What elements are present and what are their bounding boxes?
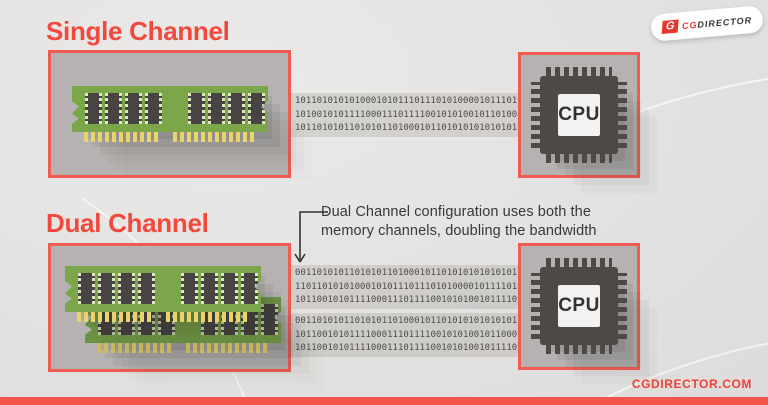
binary-stream-dual-1: 0011010101101010110100010110101010101010…	[291, 265, 518, 309]
cpu-label: CPU	[558, 94, 600, 136]
footer-url[interactable]: CGDIRECTOR.COM	[631, 377, 752, 391]
binary-line: 1011001010111100011101111001010100101111…	[295, 295, 518, 305]
binary-stream-dual-2: 0011010101101010110100010110101010101010…	[291, 313, 518, 357]
binary-line: 1011010101010001010111011101010000101110…	[295, 96, 518, 106]
ram-module-icon	[72, 86, 268, 143]
ram-pins	[186, 343, 269, 353]
dual-channel-title: Dual Channel	[46, 208, 209, 238]
cpu-label: CPU	[558, 285, 600, 327]
cpu-pins	[531, 82, 541, 148]
dual-channel-annotation: Dual Channel configuration uses both the…	[321, 203, 597, 241]
binary-line: 1010010101111000111011110010101001011010…	[295, 109, 518, 120]
single-channel-title: Single Channel	[46, 16, 230, 46]
ram-pins	[84, 132, 161, 142]
ram-pins	[173, 132, 256, 142]
memory-chip-icon	[105, 93, 122, 124]
binary-line: 1011001010111100011101111001010100101111…	[295, 343, 518, 353]
memory-chip-icon	[145, 93, 162, 124]
single-ram-frame	[48, 50, 291, 178]
annotation-line: Dual Channel configuration uses both the	[321, 204, 592, 220]
cpu-pins	[546, 67, 612, 77]
logo-text-director: DIRECTOR	[696, 14, 753, 30]
cpu-chip-icon: CPU	[531, 258, 627, 354]
cpu-pins	[546, 258, 612, 268]
annotation-arrow-icon	[294, 211, 328, 263]
memory-chip-icon	[228, 93, 245, 124]
memory-chip-icon	[181, 273, 198, 304]
single-cpu-frame: CPU	[518, 52, 640, 178]
ram-pcb	[65, 266, 261, 312]
cpu-pins	[546, 344, 612, 354]
binary-line: 0011010101101010110100010110101010101010…	[295, 268, 518, 278]
memory-chip-icon	[241, 273, 258, 304]
dual-ram-frame	[48, 243, 291, 372]
ram-pins	[166, 312, 249, 322]
memory-chip-icon	[98, 273, 115, 304]
logo-text-cg: CG	[681, 19, 698, 31]
binary-line: 1011001010111100011101111001010100101100…	[295, 329, 518, 340]
cpu-pins	[617, 82, 627, 148]
dual-cpu-frame: CPU	[518, 243, 640, 370]
memory-chip-icon	[208, 93, 225, 124]
memory-chip-icon	[248, 93, 265, 124]
ram-pcb	[72, 86, 268, 132]
binary-line: 1011010101101010110100010110101010101010…	[295, 123, 518, 133]
memory-chip-icon	[85, 93, 102, 124]
ram-pins	[77, 312, 154, 322]
cgdirector-logo-text: CGDIRECTOR	[681, 15, 752, 31]
cgdirector-logo-mark-icon: G	[661, 19, 679, 35]
memory-chip-icon	[138, 273, 155, 304]
ram-pins	[97, 343, 174, 353]
footer-accent-bar	[0, 397, 768, 405]
ram-module-icon	[65, 266, 261, 323]
memory-chip-icon	[261, 304, 278, 335]
cpu-pins	[546, 153, 612, 163]
binary-stream-single: 1011010101010001010111011101010000101110…	[291, 93, 518, 137]
cpu-pins	[531, 273, 541, 339]
memory-chip-icon	[78, 273, 95, 304]
memory-chip-icon	[188, 93, 205, 124]
cpu-pins	[617, 273, 627, 339]
annotation-line: memory channels, doubling the bandwidth	[321, 223, 597, 239]
cgdirector-logo[interactable]: G CGDIRECTOR	[650, 5, 764, 42]
memory-chip-icon	[201, 273, 218, 304]
memory-chip-icon	[118, 273, 135, 304]
memory-chip-icon	[221, 273, 238, 304]
cpu-chip-icon: CPU	[531, 67, 627, 163]
binary-line: 1101101010100010101110111010100001011110…	[295, 281, 518, 292]
memory-chip-icon	[125, 93, 142, 124]
binary-line: 0011010101101010110100010110101010101010…	[295, 316, 518, 326]
